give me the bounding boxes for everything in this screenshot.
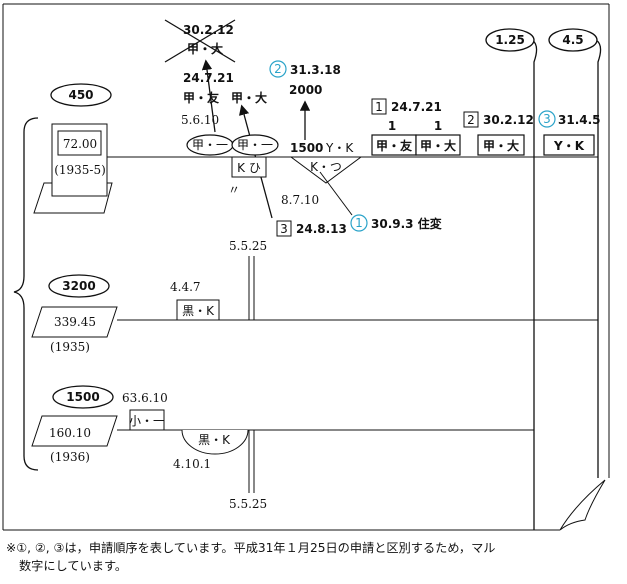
square-1-num: 1: [375, 100, 383, 114]
square-2: 2: [463, 111, 479, 128]
square-3: 3: [276, 220, 292, 237]
square-1: 1: [371, 98, 387, 115]
value-2000: 2000: [289, 83, 322, 97]
badge-4-5: 4.5: [548, 28, 598, 52]
parcel-1500-area: 160.10: [49, 426, 91, 440]
parcel-450-number: 450: [68, 88, 93, 102]
parcel-1500-year: (1936): [50, 450, 90, 464]
oval-ko-ichi-2-text: 甲・一: [237, 138, 273, 152]
date-4-4-7: 4.4.7: [170, 280, 201, 294]
box-ko-tomo-text: 甲・友: [376, 138, 412, 153]
arrow-to-crossed: [201, 59, 216, 133]
box-ko-dai-1: 甲・大: [415, 134, 461, 156]
names-kotomo-kodai: 甲・友 甲・大: [183, 90, 267, 105]
date-5-6-10: 5.6.10: [181, 113, 219, 127]
circle-1: 1: [350, 214, 368, 232]
link-to-circle-1: [319, 171, 353, 216]
triangle-k-tsu-text: K・つ: [310, 160, 342, 174]
box-k-hi-text: K ひ: [237, 161, 261, 175]
parcel-1500-number: 1500: [66, 390, 99, 404]
crossed-names: 甲・大: [187, 41, 223, 56]
fraction-b: 1: [434, 119, 442, 133]
fraction-a: 1: [388, 119, 396, 133]
circle-3: 3: [538, 110, 556, 128]
value-1500: 1500: [290, 141, 323, 155]
arc-kuro-k: 黒・K: [181, 429, 249, 455]
box-sho-ichi: 小・一: [129, 409, 165, 431]
circle-2: 2: [269, 60, 287, 78]
parcel-450-year: (1935-5): [54, 163, 106, 177]
date-31-3-18: 31.3.18: [290, 63, 341, 77]
oval-ko-ichi-1: 甲・一: [186, 134, 234, 156]
footnote-line-2: 数字にしています。: [19, 558, 127, 573]
box-kuro-k-text: 黒・K: [182, 304, 215, 318]
box-ko-dai-2: 甲・大: [477, 134, 525, 156]
parcel-3200-area: 339.45: [54, 315, 96, 329]
date-30-2-12: 30.2.12: [483, 113, 534, 127]
square-3-num: 3: [280, 222, 288, 236]
box-ko-tomo: 甲・友: [371, 134, 417, 156]
circle-1-num: 1: [355, 216, 363, 230]
parcel-3200-number: 3200: [62, 279, 95, 293]
oval-ko-ichi-1-text: 甲・一: [192, 138, 228, 152]
oval-ko-ichi-2: 甲・一: [231, 134, 279, 156]
date-24-7-21-right: 24.7.21: [391, 100, 442, 114]
arc-kuro-k-text: 黒・K: [198, 433, 231, 447]
date-5-5-25-bottom: 5.5.25: [229, 497, 267, 511]
parcel-3200-year: (1935): [50, 340, 90, 354]
box-yk: Y・K: [543, 134, 595, 156]
yk-top: Y・K: [325, 141, 354, 155]
date-31-4-5: 31.4.5: [558, 113, 601, 127]
square-2-num: 2: [467, 113, 475, 127]
parcel-450-area: 72.00: [63, 137, 97, 151]
badge-4-5-text: 4.5: [562, 33, 583, 47]
date-4-10-1: 4.10.1: [173, 457, 211, 471]
group-brace: [13, 117, 39, 471]
box-sho-ichi-text: 小・一: [129, 414, 165, 428]
circle-3-num: 3: [543, 112, 551, 126]
page-curl: [559, 479, 606, 531]
parcel-3200: 3200 339.45 (1935): [31, 274, 118, 354]
footnote-line-1: ※①, ②, ③は，申請順序を表しています。平成31年１月25日の申請と区別する…: [6, 540, 496, 555]
split-lines: [248, 256, 255, 493]
crossed-date: 30.2.12: [183, 23, 234, 37]
box-ko-dai-1-text: 甲・大: [420, 138, 456, 153]
triangle-k-tsu: K・つ: [289, 156, 363, 184]
ditto-mark: 〃: [228, 183, 240, 197]
badge-1-25: 1.25: [485, 28, 535, 52]
crossed-entry: 30.2.12 甲・大: [164, 19, 236, 63]
circle-2-num: 2: [274, 62, 282, 76]
badge-1-25-text: 1.25: [495, 33, 525, 47]
box-ko-dai-2-text: 甲・大: [483, 138, 519, 153]
box-kuro-k: 黒・K: [176, 299, 220, 321]
date-30-9-3: 30.9.3 住変: [371, 216, 443, 231]
date-5-5-25-mid: 5.5.25: [229, 239, 267, 253]
parcel-1500: 1500 160.10 (1936): [31, 385, 118, 464]
date-8-7-10: 8.7.10: [281, 193, 319, 207]
date-63-6-10: 63.6.10: [122, 391, 168, 405]
box-yk-text: Y・K: [553, 139, 585, 153]
outer-frame: [2, 3, 610, 531]
date-24-8-13: 24.8.13: [296, 222, 347, 236]
box-k-hi: K ひ: [231, 156, 267, 178]
parcel-450: 450 72.00 (1935-5): [33, 83, 113, 214]
